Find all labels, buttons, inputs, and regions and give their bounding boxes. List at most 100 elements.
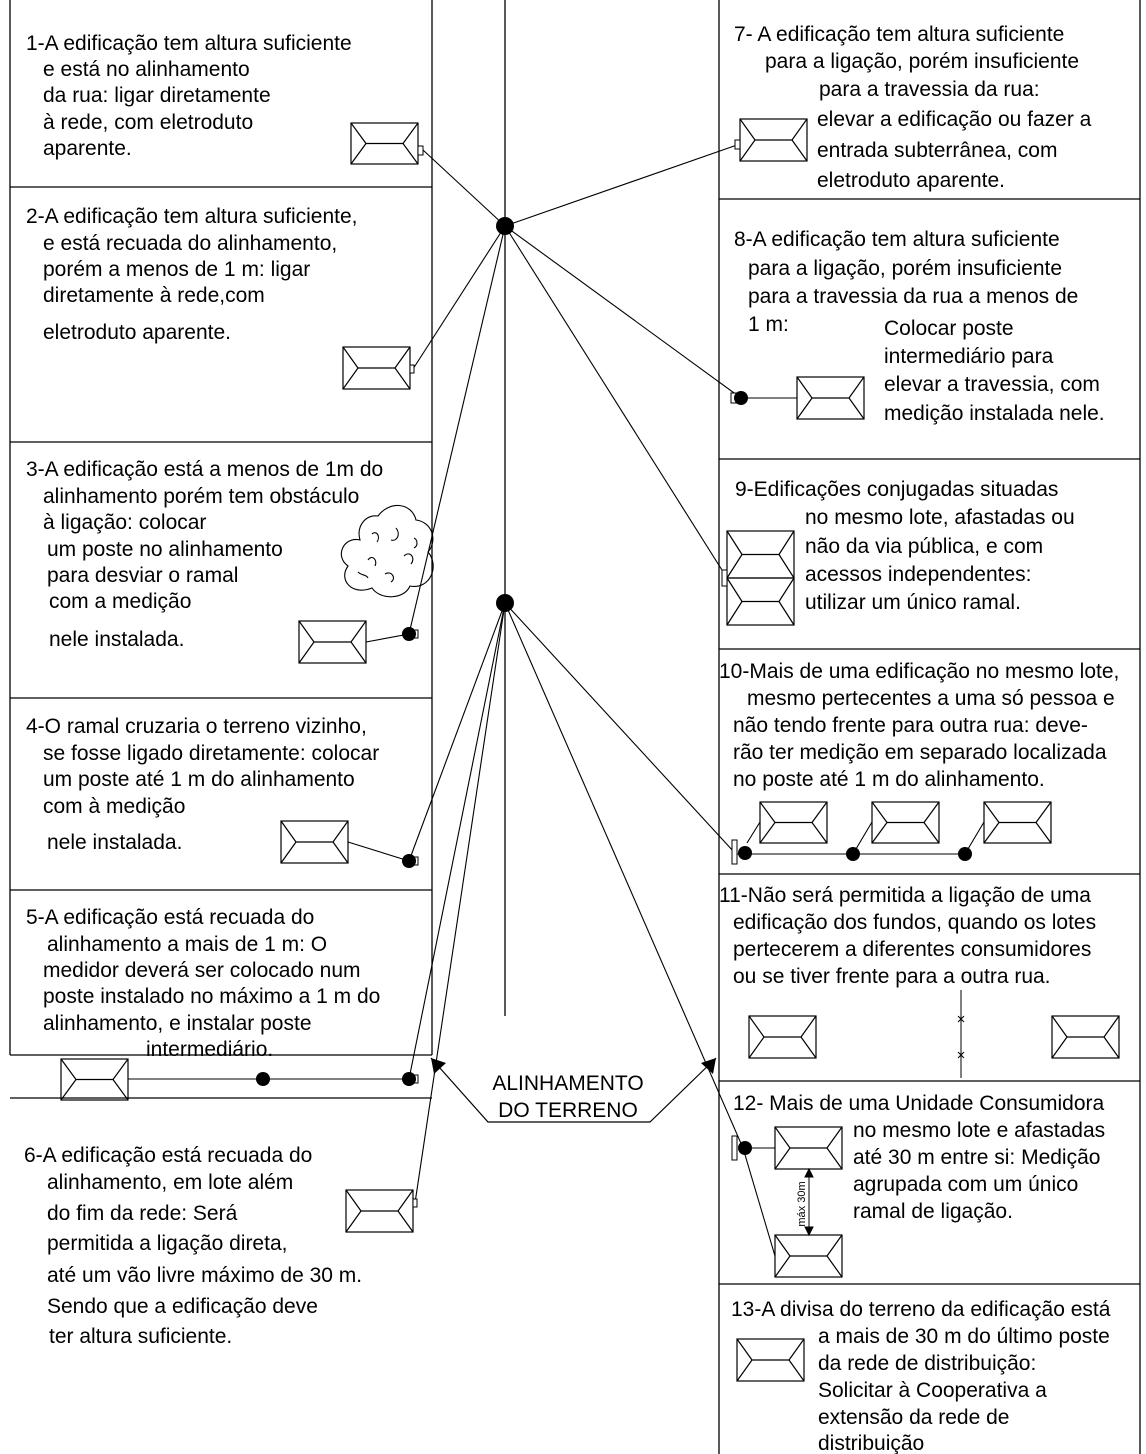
panel-6-line-2: alinhamento, em lote além xyxy=(47,1171,293,1194)
panel-1-text: 1-A edificação tem altura suficiente e e… xyxy=(26,32,352,160)
meter-p12 xyxy=(731,1135,738,1161)
building-p4 xyxy=(280,820,349,864)
network-pole-lower xyxy=(496,594,514,612)
panel-10-line-4: rão ter medição em separado localizada xyxy=(733,741,1107,764)
panel-9-line-4: acessos independentes: xyxy=(805,563,1032,586)
pole-p10-mid xyxy=(846,847,860,861)
meter-p7 xyxy=(734,139,741,150)
panel-11-line-2: edificação dos fundos, quando os lotes xyxy=(733,911,1096,934)
wire-p4-building xyxy=(347,841,410,862)
panel-8-line-8: medição instalada nele. xyxy=(884,402,1105,425)
panel-6-text: 6-A edificação está recuada do alinhamen… xyxy=(24,1144,362,1348)
pole-p5-meter xyxy=(402,1072,416,1086)
panel-13-text: 13-A divisa do terreno da edificação est… xyxy=(731,1298,1111,1454)
building-p10-c xyxy=(983,801,1052,844)
panel-8-line-7: elevar a travessia, com xyxy=(884,373,1100,396)
panel-2-line-2: e está recuada do alinhamento, xyxy=(43,232,337,255)
meter-boxes xyxy=(409,139,741,1208)
building-p3 xyxy=(298,620,367,664)
wire-to-p10 xyxy=(504,602,735,853)
panel-8-line-5: Colocar poste xyxy=(884,317,1014,340)
alignment-arrowheads xyxy=(431,1058,716,1074)
panel-13-line-4: Solicitar à Cooperativa a xyxy=(818,1379,1047,1402)
panel-4-text: 4-O ramal cruzaria o terreno vizinho, se… xyxy=(26,715,379,854)
panel-7-line-4: elevar a edificação ou fazer a xyxy=(817,108,1092,131)
panel-6-line-7: ter altura suficiente. xyxy=(49,1325,232,1348)
panel-5-line-5: alinhamento, e instalar poste xyxy=(43,1012,312,1035)
panel-2-line-3: porém a menos de 1 m: ligar xyxy=(43,258,310,281)
panel-3-text: 3-A edificação está a menos de 1m do ali… xyxy=(26,458,383,651)
panel-12-line-2: no mesmo lote e afastadas xyxy=(853,1119,1105,1142)
panel-12-line-4: agrupada com um único xyxy=(853,1173,1078,1196)
panel-11-line-1: 11-Não será permitida a ligação de uma xyxy=(719,884,1091,907)
pole-p8 xyxy=(734,391,748,405)
panel-8-line-4: 1 m: xyxy=(748,313,789,336)
panel-6-line-6: Sendo que a edificação deve xyxy=(47,1295,318,1318)
wire-to-p9 xyxy=(504,225,728,579)
building-p5 xyxy=(60,1058,129,1101)
panel-6-line-1: 6-A edificação está recuada do xyxy=(24,1144,312,1167)
building-p7 xyxy=(739,118,808,162)
panel-9-line-5: utilizar um único ramal. xyxy=(805,591,1021,614)
intermediate-poles xyxy=(256,391,972,1155)
panel-6-line-4: permitida a ligação direta, xyxy=(47,1232,287,1255)
panel-4-line-3: um poste até 1 m do alinhamento xyxy=(43,768,355,791)
panel-13-line-5: extensão da rede de xyxy=(818,1406,1009,1429)
panel-3-line-4: um poste no alinhamento xyxy=(47,538,283,561)
building-p10-b xyxy=(871,801,940,844)
panel-3-line-6: com a medição xyxy=(49,590,191,613)
meter-p10 xyxy=(731,839,738,865)
panel-13-line-3: da rede de distribuição: xyxy=(818,1352,1036,1375)
tree-obstacle xyxy=(340,505,434,598)
panel-5-line-6: intermediário. xyxy=(146,1038,273,1061)
wire-to-p5 xyxy=(408,602,506,1080)
pole-p12 xyxy=(738,1141,752,1155)
panel-13-line-2: a mais de 30 m do último poste xyxy=(818,1325,1110,1348)
panel-frames xyxy=(9,0,1141,1454)
panel-4-line-1: 4-O ramal cruzaria o terreno vizinho, xyxy=(26,715,367,738)
panel-5-line-3: medidor deverá ser colocado num xyxy=(43,959,361,982)
panel-10-text: 10-Mais de uma edificação no mesmo lote,… xyxy=(719,660,1119,791)
building-p1 xyxy=(350,122,419,165)
pole-p10-meters xyxy=(738,846,752,860)
panel-3-line-5: para desviar o ramal xyxy=(47,564,238,587)
building-p6 xyxy=(345,1189,414,1233)
panel-5-text: 5-A edificação está recuada do alinhamen… xyxy=(26,906,380,1061)
building-p11-front xyxy=(748,1015,817,1059)
division-mark-lower xyxy=(957,1051,965,1059)
building-p11-back xyxy=(1051,1015,1120,1059)
panel-8-line-2: para a ligação, porém insuficiente xyxy=(748,257,1062,280)
panel-10-line-5: no poste até 1 m do alinhamento. xyxy=(733,768,1045,791)
panel-1-line-3: da rua: ligar diretamente xyxy=(43,84,271,107)
panel-9-text: 9-Edificações conjugadas situadas no mes… xyxy=(735,478,1075,614)
alignment-arrow-right-head xyxy=(701,1058,716,1074)
panel-6-line-3: do fim da rede: Será xyxy=(47,1202,238,1225)
panel-12-line-3: até 30 m entre si: Medição xyxy=(853,1146,1100,1169)
panel-10-line-1: 10-Mais de uma edificação no mesmo lote, xyxy=(719,660,1119,683)
panel-9-line-1: 9-Edificações conjugadas situadas xyxy=(735,478,1058,501)
service-wires xyxy=(408,144,744,1204)
wire-to-p1 xyxy=(422,149,506,227)
meter-p9 xyxy=(721,569,728,587)
panel-4-line-4: com à medição xyxy=(43,795,185,818)
max-distance-marker xyxy=(804,1167,814,1237)
wire-p12-lower xyxy=(742,1147,776,1257)
max-span-label: máx 30m xyxy=(796,1181,808,1226)
panel-11-line-3: pertecerem a diferentes consumidores xyxy=(733,938,1091,961)
building-p9-lower xyxy=(726,577,795,626)
lot-division-p11 xyxy=(957,990,965,1078)
panel-8-text: 8-A edificação tem altura suficiente par… xyxy=(734,228,1105,425)
panel-1-line-4: à rede, com eletroduto xyxy=(43,111,253,134)
panel-2-text: 2-A edificação tem altura suficiente, e … xyxy=(26,205,358,344)
panel-10-line-2: mesmo pertecentes a uma só pessoa e xyxy=(747,687,1115,710)
pole-p4 xyxy=(402,854,416,868)
panel-8-line-1: 8-A edificação tem altura suficiente xyxy=(734,228,1060,251)
panel-12-text: 12- Mais de uma Unidade Consumidora no m… xyxy=(733,1092,1105,1223)
panel-7-line-1: 7- A edificação tem altura suficiente xyxy=(734,23,1064,46)
wire-p3-building xyxy=(365,633,410,643)
panel-1-line-2: e está no alinhamento xyxy=(43,58,250,81)
panel-12-line-5: ramal de ligação. xyxy=(853,1200,1013,1223)
panel-11-line-4: ou se tiver frente para a outra rua. xyxy=(733,965,1051,988)
wire-to-p12 xyxy=(504,602,744,1149)
